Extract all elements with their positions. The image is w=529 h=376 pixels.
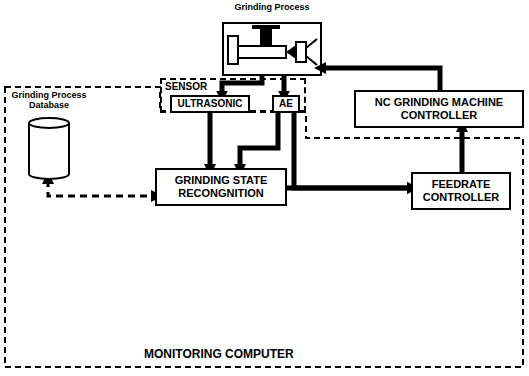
ae-sensor: AE <box>272 95 300 113</box>
feedrate-controller: FEEDRATE CONTROLLER <box>411 172 511 210</box>
grinding-wheel <box>260 29 272 46</box>
process-frame <box>222 22 322 76</box>
grinding-process: Grinding Process <box>222 2 322 76</box>
signal-arrow <box>208 113 213 169</box>
database-cylinder <box>6 117 92 180</box>
headstock <box>228 36 238 64</box>
signal-arrow <box>460 128 465 172</box>
signal-arrow <box>240 113 278 169</box>
tailstock <box>296 42 306 62</box>
process-database: Grinding Process Database <box>6 90 92 180</box>
node-label: SENSOR <box>165 81 207 93</box>
sensor-group: SENSOR ULTRASONIC AE <box>160 78 306 112</box>
grinding-machine-illustration <box>222 22 322 76</box>
region-outline <box>4 86 524 368</box>
signal-arrow <box>322 68 440 90</box>
node-label: MONITORING COMPUTER <box>144 348 294 362</box>
dashed-data-link <box>48 180 155 196</box>
ultrasonic-sensor: ULTRASONIC <box>170 95 250 113</box>
nc-controller: NC GRINDING MACHINE CONTROLLER <box>354 90 524 128</box>
cylinder-top <box>29 118 69 128</box>
node-label: NC GRINDING MACHINE CONTROLLER <box>356 96 522 121</box>
tailstock-center <box>286 45 296 59</box>
node-label: GRINDING STATE RECONGNITION <box>157 174 285 199</box>
node-label: FEEDRATE CONTROLLER <box>413 178 509 203</box>
node-label: Grinding Process <box>222 2 322 12</box>
tailstock-fork <box>306 39 317 65</box>
node-label: ULTRASONIC <box>178 98 243 110</box>
monitoring-computer: MONITORING COMPUTER Grinding Process Data… <box>4 86 524 368</box>
node-label: AE <box>279 98 293 110</box>
region-border <box>5 87 523 367</box>
wheel-spindle <box>252 25 280 29</box>
cylinder-body <box>29 123 69 179</box>
node-label: Grinding Process Database <box>6 90 92 111</box>
workpiece <box>238 46 286 58</box>
state-recognition: GRINDING STATE RECONGNITION <box>155 168 287 206</box>
signal-arrow <box>287 186 411 191</box>
